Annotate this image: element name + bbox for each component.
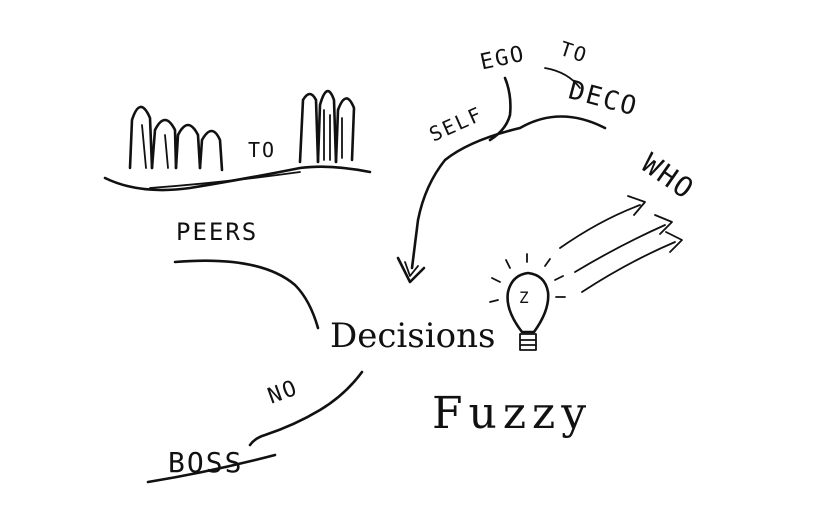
bulb-letter: Z bbox=[519, 288, 531, 307]
decisions-label: Decisions bbox=[330, 316, 496, 356]
peers-connector bbox=[173, 259, 320, 330]
small-crowd-icon bbox=[128, 105, 224, 172]
self-arrow bbox=[410, 115, 607, 270]
light-bulb-icon bbox=[489, 253, 566, 351]
to-label-crowds: TO bbox=[248, 138, 277, 162]
tall-crowd-icon bbox=[298, 89, 356, 164]
boss-strikethrough bbox=[146, 453, 277, 484]
ego-connector bbox=[488, 76, 512, 142]
fuzzy-label: Fuzzy bbox=[432, 388, 593, 439]
boss-connector bbox=[248, 370, 364, 447]
motion-arrows bbox=[559, 195, 683, 293]
boss-label: BOSS bbox=[168, 446, 244, 479]
ground-line bbox=[103, 165, 372, 192]
peers-label: PEERS bbox=[176, 218, 259, 246]
ego-to-deco-connector bbox=[544, 67, 581, 89]
